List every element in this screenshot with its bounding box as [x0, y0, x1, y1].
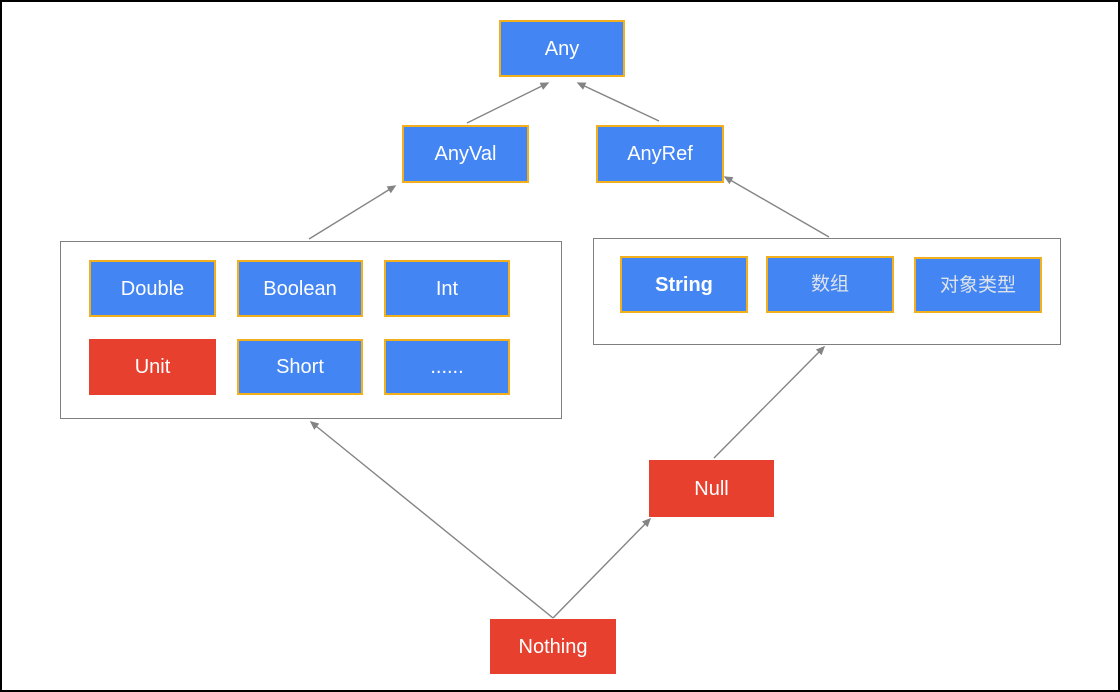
- edge-anyval-any: [466, 82, 550, 124]
- node-double-label: Double: [120, 277, 185, 300]
- node-anyval-label: AnyVal: [434, 143, 497, 165]
- node-ellipsis: ......: [384, 339, 510, 395]
- node-int-label: Int: [435, 277, 459, 300]
- node-array: 数组: [766, 256, 894, 313]
- node-null-label: Null: [694, 477, 729, 500]
- node-object-type-label: 对象类型: [939, 274, 1016, 296]
- node-unit: Unit: [89, 339, 216, 395]
- node-boolean-label: Boolean: [263, 277, 337, 300]
- edge-nothing-null: [552, 517, 652, 619]
- edge-null-refgroup: [713, 345, 826, 459]
- node-any-label: Any: [544, 37, 580, 60]
- node-string-label: String: [655, 273, 713, 296]
- node-null: Null: [649, 460, 774, 517]
- node-short: Short: [237, 339, 363, 395]
- node-nothing: Nothing: [490, 619, 616, 674]
- node-anyval: AnyVal: [402, 125, 529, 183]
- edge-valuegroup-anyval: [308, 185, 397, 240]
- node-ellipsis-label: ......: [430, 356, 464, 378]
- node-double: Double: [89, 260, 216, 317]
- node-anyref: AnyRef: [596, 125, 724, 183]
- node-boolean: Boolean: [237, 260, 363, 317]
- node-array-label: 数组: [810, 274, 849, 295]
- node-anyref-label: AnyRef: [627, 143, 693, 165]
- edge-anyref-any: [576, 82, 660, 122]
- node-int: Int: [384, 260, 510, 317]
- node-object-type: 对象类型: [914, 257, 1042, 313]
- edge-nothing-valuegroup: [309, 421, 554, 619]
- node-nothing-label: Nothing: [518, 635, 588, 658]
- node-string: String: [620, 256, 748, 313]
- node-unit-label: Unit: [134, 356, 171, 378]
- node-short-label: Short: [276, 356, 324, 378]
- edge-refgroup-anyref: [723, 176, 830, 238]
- node-any: Any: [499, 20, 625, 77]
